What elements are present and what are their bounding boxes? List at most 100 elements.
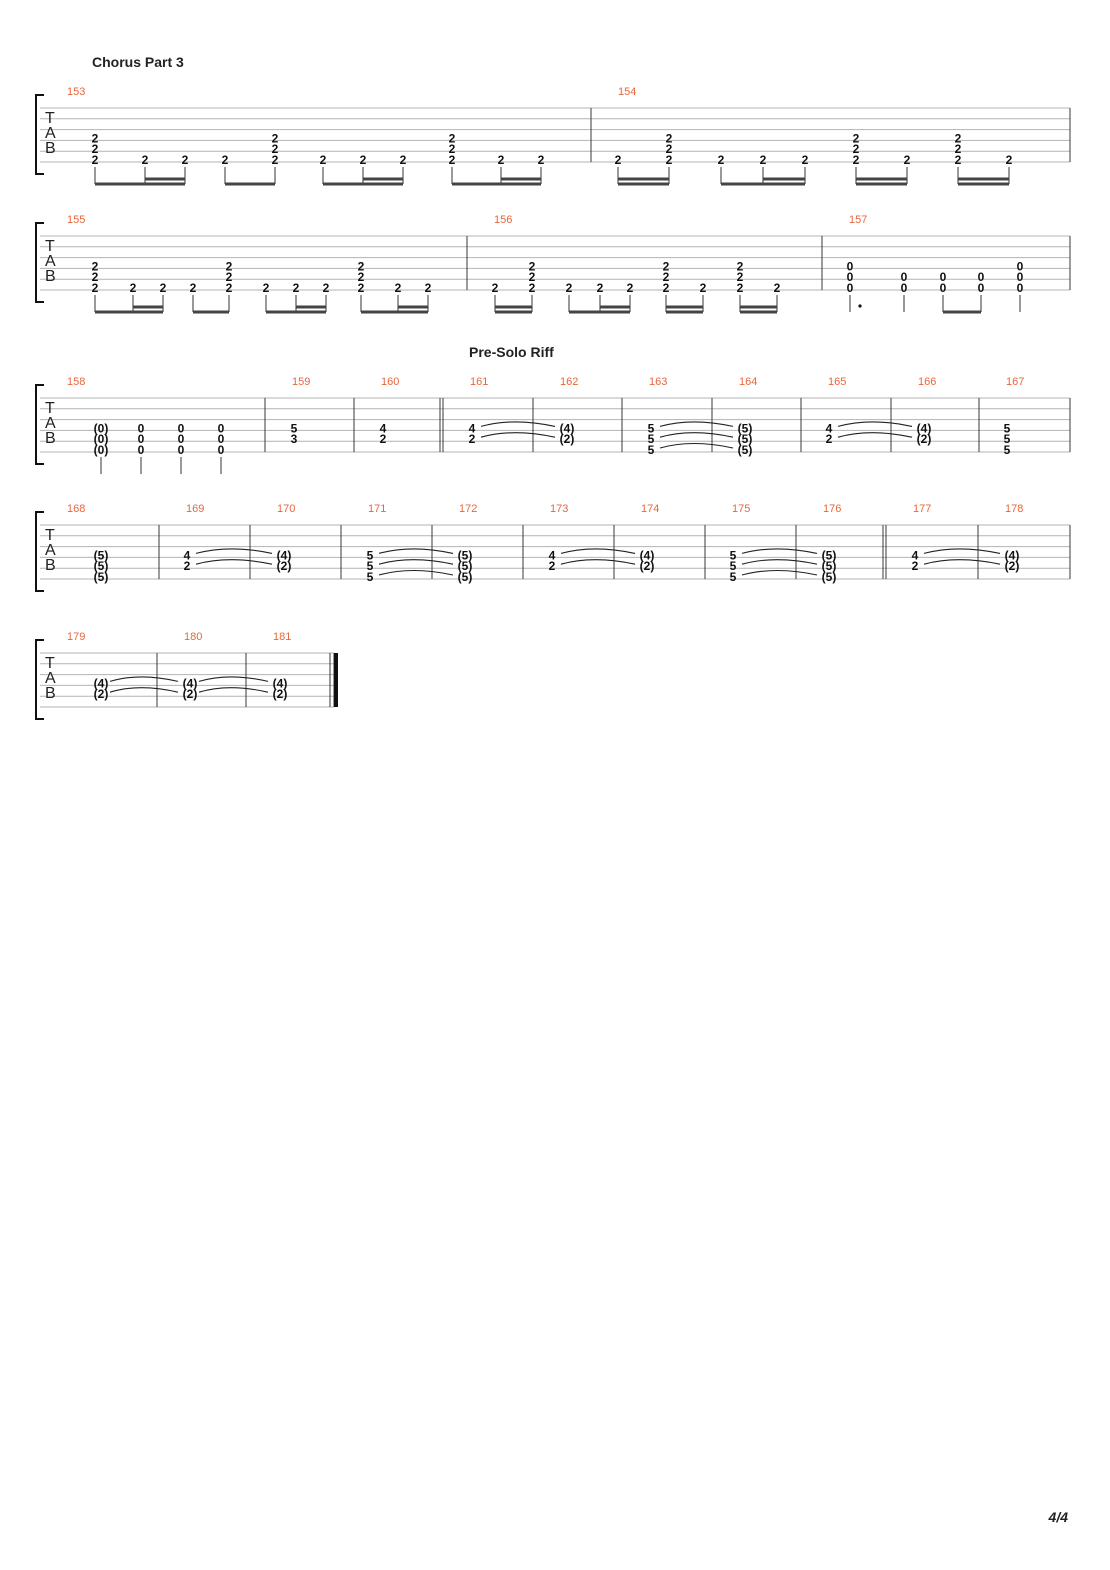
fret-number: 5 <box>1004 443 1011 457</box>
fret-number: 2 <box>92 270 99 284</box>
fret-number: (5) <box>94 559 109 573</box>
fret-number: 4 <box>549 548 556 562</box>
tab-clef-letter: A <box>45 125 56 142</box>
fret-number: 2 <box>498 153 505 167</box>
measure-number: 162 <box>560 376 578 388</box>
measure-number: 181 <box>273 631 291 643</box>
fret-number: 2 <box>190 281 197 295</box>
tie-arc <box>659 443 734 449</box>
fret-number: 0 <box>178 432 185 446</box>
tab-clef-letter: T <box>45 110 55 127</box>
fret-number: 2 <box>853 131 860 145</box>
fret-number: (5) <box>822 548 837 562</box>
fret-number: (5) <box>458 570 473 584</box>
tie-arc <box>480 432 556 438</box>
measure-number: 179 <box>67 631 85 643</box>
measure-number: 171 <box>368 503 386 515</box>
fret-number: 5 <box>1004 432 1011 446</box>
fret-number: 2 <box>395 281 402 295</box>
fret-number: (5) <box>738 421 753 435</box>
tab-clef-letter: B <box>45 557 56 574</box>
fret-number: 2 <box>663 281 670 295</box>
fret-number: (5) <box>822 570 837 584</box>
tie-arc <box>198 687 269 693</box>
fret-number: 2 <box>226 259 233 273</box>
fret-number: 2 <box>566 281 573 295</box>
fret-number: (4) <box>273 676 288 690</box>
fret-number: (2) <box>560 432 575 446</box>
fret-number: 2 <box>663 270 670 284</box>
measure-number: 160 <box>381 376 399 388</box>
fret-number: 2 <box>597 281 604 295</box>
fret-number: 2 <box>320 153 327 167</box>
dotted-note <box>858 304 862 308</box>
tab-clef-letter: B <box>45 685 56 702</box>
tie-arc <box>109 687 179 693</box>
fret-number: 2 <box>272 153 279 167</box>
fret-number: 0 <box>847 281 854 295</box>
fret-number: 2 <box>538 153 545 167</box>
fret-number: 0 <box>1017 259 1024 273</box>
fret-number: 0 <box>940 281 947 295</box>
tie-arc <box>923 548 1001 554</box>
fret-number: 2 <box>615 153 622 167</box>
measure-number: 164 <box>739 376 757 388</box>
tie-arc <box>923 559 1001 565</box>
fret-number: (5) <box>458 548 473 562</box>
page-number: 4/4 <box>1048 1509 1068 1525</box>
tie-arc <box>741 570 818 576</box>
fret-number: 2 <box>529 270 536 284</box>
fret-number: 2 <box>737 259 744 273</box>
fret-number: 2 <box>912 559 919 573</box>
fret-number: 2 <box>360 153 367 167</box>
measure-number: 159 <box>292 376 310 388</box>
tab-clef-letter: A <box>45 542 56 559</box>
fret-number: 2 <box>449 142 456 156</box>
measure-number: 172 <box>459 503 477 515</box>
fret-number: 2 <box>955 153 962 167</box>
tie-arc <box>195 548 273 554</box>
fret-number: 0 <box>847 259 854 273</box>
tab-clef-letter: A <box>45 415 56 432</box>
barline-final-thick <box>334 653 338 707</box>
fret-number: 2 <box>549 559 556 573</box>
tie-arc <box>480 421 556 427</box>
fret-number: 5 <box>648 443 655 457</box>
system-bracket <box>35 384 44 465</box>
fret-number: 2 <box>293 281 300 295</box>
tab-clef-letter: T <box>45 527 55 544</box>
fret-number: 2 <box>492 281 499 295</box>
tab-clef-letter: A <box>45 253 56 270</box>
fret-number: (4) <box>917 421 932 435</box>
fret-number: 2 <box>226 281 233 295</box>
fret-number: 0 <box>138 432 145 446</box>
tab-clef-letter: A <box>45 670 56 687</box>
fret-number: 4 <box>469 421 476 435</box>
fret-number: (4) <box>1005 548 1020 562</box>
fret-number: 2 <box>826 432 833 446</box>
fret-number: 0 <box>218 421 225 435</box>
fret-number: 0 <box>940 270 947 284</box>
fret-number: 2 <box>222 153 229 167</box>
fret-number: 2 <box>272 142 279 156</box>
measure-number: 163 <box>649 376 667 388</box>
measure-number: 156 <box>494 214 512 226</box>
fret-number: (0) <box>94 443 109 457</box>
tie-arc <box>659 432 734 438</box>
fret-number: 5 <box>730 548 737 562</box>
section-title: Pre-Solo Riff <box>469 344 554 360</box>
measure-number: 155 <box>67 214 85 226</box>
fret-number: 4 <box>826 421 833 435</box>
fret-number: 2 <box>760 153 767 167</box>
fret-number: (2) <box>273 687 288 701</box>
fret-number: 0 <box>847 270 854 284</box>
tie-arc <box>741 559 818 565</box>
fret-number: 2 <box>400 153 407 167</box>
fret-number: 2 <box>853 153 860 167</box>
fret-number: 2 <box>774 281 781 295</box>
tie-arc <box>837 421 913 427</box>
fret-number: 0 <box>138 421 145 435</box>
fret-number: 2 <box>160 281 167 295</box>
fret-number: 2 <box>955 131 962 145</box>
